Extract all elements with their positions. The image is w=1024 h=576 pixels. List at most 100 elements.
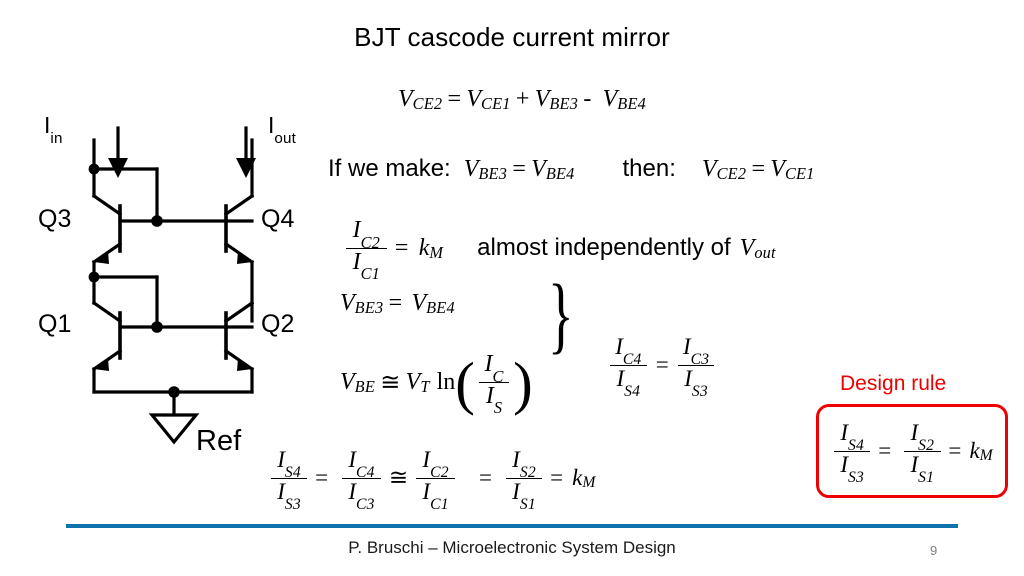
eq5-den: I [485,382,494,409]
eq6-d1: I [616,365,625,391]
page-title: BJT cascode current mirror [354,22,670,52]
eq3-km-sub: M [429,243,444,263]
eq5-paren-open: ( [455,350,475,416]
eq2-c-sub: CE2 [716,163,747,183]
frac-numerator: IS4 [271,447,308,482]
node-dot-base-bottom [151,321,163,333]
eq7-n2-sub: C4 [356,464,375,482]
eq6-equals: = [655,352,669,378]
eq6-n1-sub: C4 [622,351,642,369]
fraction-ic4-is4: IC4 IS4 [609,334,648,400]
fraction-ic2-ic1: IC2 IC1 [415,447,456,513]
eq1-t2-sub: BE3 [549,94,579,114]
q3-emitter-arrow [94,251,109,264]
iin-arrowhead [108,158,128,178]
eq7-d4-sub: S1 [519,496,536,514]
eq3-equals: = [394,234,409,261]
eq5-num-sub: C [492,366,504,386]
node-dot-base-top [151,215,163,227]
dr-n1-sub: S4 [847,436,865,454]
eq7-d3: I [422,478,431,504]
frac-denominator: IS [479,381,509,416]
eq2-d-sub: CE1 [784,163,815,183]
eq7-d2: I [348,478,357,504]
design-rule-label: Design rule [840,372,947,395]
dr-km-sub: M [979,446,993,464]
fraction-is4-is3: IS4 IS3 [270,447,308,513]
eq5-vt-sub: T [420,377,430,397]
node-dot-input [88,163,100,175]
wire-q2-collector-slant [223,300,255,324]
eq7-n1-sub: S4 [284,464,301,482]
eq7-d3-sub: C1 [430,496,449,514]
eq2-a-sub: BE3 [478,163,508,183]
frac-numerator: IS2 [506,448,543,482]
eq1-lhs-sub: CE2 [412,94,443,114]
eq7-km: k [572,465,583,491]
frac-numerator: IC [478,351,511,385]
frac-denominator: IS3 [270,477,308,513]
eq7-d4: I [512,478,520,504]
eq5-ln: ln [436,368,456,395]
eq7-approx: ≅ [388,465,409,491]
iout-subscript: out [274,129,297,147]
independence-note: almost independently of [477,234,731,262]
eq7-n1: I [277,447,285,472]
iout-arrowhead [236,158,256,178]
fraction-ic2-ic1: IC2 IC1 [345,218,387,282]
dr-n1: I [840,419,848,445]
eq7-n4-sub: S2 [519,464,536,482]
iout-symbol: I [268,112,275,138]
dr-n2: I [910,419,919,445]
frac-numerator: IC4 [609,334,648,369]
eq1-t3-sub: BE4 [617,94,646,114]
eq5-vt: V [405,368,421,395]
frac-denominator: IC1 [345,247,387,282]
eq2-d: V [770,155,785,182]
dr-d1: I [840,451,848,477]
grouping-brace: } [548,266,574,362]
fraction-ic3-is3: IC3 IS3 [677,335,716,400]
wire-q4-collector-slant [223,193,255,217]
ground-ref-label: Ref [196,425,242,457]
frac-denominator: IC1 [415,477,456,513]
if-we-make-lead: If we make: [328,155,451,182]
eq3-den-sub: C1 [360,264,381,284]
transistor-label-q4: Q4 [261,205,295,233]
dr-d1-sub: S3 [847,468,865,486]
eq7-n3: I [422,447,431,472]
eq6-n1: I [615,334,623,359]
eq6-d2-sub: S3 [691,383,708,401]
eq6-d2: I [684,365,692,391]
eq4-equals: = [388,290,403,316]
eq1-t2: V [534,86,550,112]
eq2-c: V [701,155,717,182]
then-lead: then: [622,155,676,182]
current-label-iout: Iout [268,112,296,147]
eq4-b-sub: BE4 [426,298,455,318]
q1-emitter-arrow [94,358,109,371]
eq3-km: k [418,234,430,261]
q4-emitter-arrow [237,251,252,264]
transistor-label-q2: Q2 [261,310,295,338]
frac-denominator: IS3 [677,364,715,400]
frac-numerator: IS4 [834,419,871,454]
fraction-is4-is3: IS4 IS3 [833,419,871,485]
eq5-num: I [484,351,493,377]
eq7-equals3: = [550,465,564,491]
dr-equals1: = [878,438,892,463]
bjt-cascode-circuit-schematic [88,126,256,445]
dr-n2-sub: S2 [918,436,935,454]
fraction-is2-is1: IS2 IS1 [505,448,543,513]
eq7-equals2: = [478,465,492,491]
eq5-vbe-sub: BE [354,377,376,397]
eq7-km-sub: M [582,474,596,492]
eq1-t1: V [466,86,482,112]
transistor-label-q1: Q1 [38,310,72,338]
eq5-paren-close: ) [513,350,533,416]
eq1-t1-sub: CE1 [481,94,511,114]
eq5-vbe: V [340,368,355,395]
